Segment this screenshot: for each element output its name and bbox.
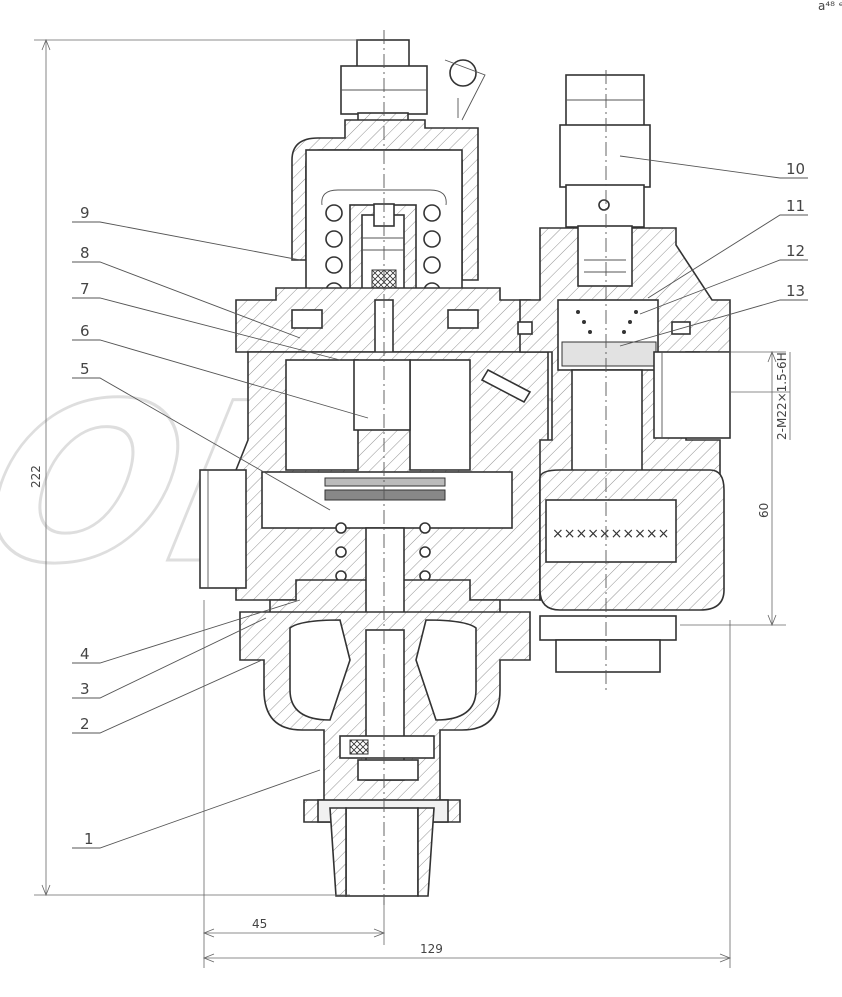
svg-text:××××××××××: ××××××××××	[552, 526, 669, 542]
callout-numbers: 1 2 3 4 5 6 7 8 9 10 11 12 13	[80, 160, 805, 848]
cone-spring	[576, 310, 638, 334]
callout-9: 9	[80, 204, 90, 222]
callout-4: 4	[80, 645, 90, 663]
dim-port-height: 60	[757, 503, 771, 518]
dim-overall-width: 129	[420, 942, 443, 956]
callout-1: 1	[84, 830, 94, 848]
lower-spring	[335, 522, 431, 582]
callout-6: 6	[80, 322, 90, 340]
callout-12: 12	[786, 242, 805, 260]
callout-3: 3	[80, 680, 90, 698]
callout-7: 7	[80, 280, 90, 298]
callout-2: 2	[80, 715, 90, 733]
callout-11: 11	[786, 197, 805, 215]
callout-13: 13	[786, 282, 805, 300]
dim-thread-spec: 2-M22×1.5-6H	[775, 352, 789, 440]
callout-8: 8	[80, 244, 90, 262]
callout-5: 5	[80, 360, 90, 378]
center-lines	[383, 30, 607, 905]
dim-overall-height: 222	[29, 465, 43, 488]
right-valve-body: ××××××××××	[480, 74, 731, 673]
corner-mark: a⁴⁸ ᵉᵉᵉ	[818, 0, 842, 13]
leader-lines	[72, 59, 808, 849]
left-valve-body	[199, 39, 549, 897]
dim-offset-width: 45	[252, 917, 267, 931]
callout-10: 10	[786, 160, 805, 178]
dimension-lines: 222 45 129 60 2-M22×1.5-6H	[29, 38, 791, 968]
